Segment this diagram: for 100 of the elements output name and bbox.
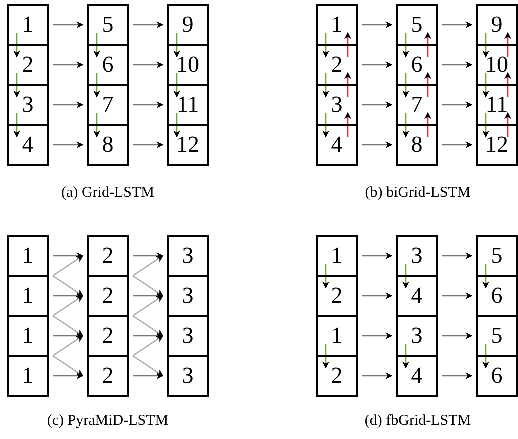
arrow bbox=[424, 32, 432, 57]
arrow bbox=[53, 252, 84, 260]
arrow bbox=[344, 32, 352, 57]
cell-number: 11 bbox=[176, 91, 200, 119]
arrow bbox=[442, 292, 473, 300]
arrow bbox=[132, 315, 164, 337]
grid-cell bbox=[396, 84, 438, 126]
cell-number: 4 bbox=[21, 131, 35, 159]
cell-number: 12 bbox=[176, 131, 200, 159]
arrow bbox=[133, 62, 164, 68]
panel-caption: (c) PyraMiD-LSTM bbox=[47, 413, 169, 430]
cell-number: 1 bbox=[21, 282, 35, 310]
cell-number: 2 bbox=[101, 322, 115, 350]
arrow bbox=[362, 372, 393, 380]
arrow bbox=[362, 292, 393, 300]
grid-cell bbox=[7, 44, 49, 86]
grid-cell bbox=[316, 84, 358, 126]
grid-cell bbox=[396, 355, 438, 397]
arrow bbox=[52, 295, 84, 317]
arrow bbox=[53, 142, 84, 148]
grid-cell bbox=[316, 315, 358, 357]
arrow bbox=[14, 33, 20, 58]
grid-cell bbox=[7, 355, 49, 397]
grid-cell bbox=[476, 275, 518, 317]
grid-cell bbox=[7, 4, 49, 46]
grid-cell bbox=[7, 124, 49, 166]
cell-number: 1 bbox=[21, 362, 35, 390]
cell-number: 2 bbox=[330, 51, 344, 79]
cell-number: 2 bbox=[101, 242, 115, 270]
cell-number: 3 bbox=[330, 91, 344, 119]
grid-cell bbox=[396, 235, 438, 277]
cell-number: 1 bbox=[21, 11, 35, 39]
arrow bbox=[442, 62, 473, 68]
arrow bbox=[52, 315, 84, 337]
grid-cell bbox=[316, 235, 358, 277]
cell-number: 7 bbox=[101, 91, 115, 119]
arrow bbox=[133, 22, 164, 28]
grid-cell bbox=[167, 355, 209, 397]
arrow bbox=[133, 372, 164, 380]
cell-number: 11 bbox=[484, 91, 510, 119]
arrow bbox=[132, 295, 164, 317]
arrow bbox=[94, 33, 100, 58]
arrow bbox=[53, 102, 84, 108]
grid-cell bbox=[396, 44, 438, 86]
grid-cell bbox=[316, 275, 358, 317]
grid-cell bbox=[7, 235, 49, 277]
grid-cell bbox=[396, 4, 438, 46]
arrow bbox=[53, 372, 84, 380]
cell-number: 8 bbox=[101, 131, 115, 159]
cell-number: 3 bbox=[21, 91, 35, 119]
grid-cell bbox=[476, 235, 518, 277]
arrow bbox=[504, 32, 512, 57]
arrow bbox=[132, 355, 164, 377]
cell-number: 4 bbox=[410, 362, 424, 390]
arrow bbox=[482, 73, 490, 98]
cell-number: 5 bbox=[101, 11, 115, 39]
grid-cell bbox=[476, 44, 518, 86]
arrow bbox=[132, 255, 164, 277]
arrow bbox=[362, 332, 393, 340]
arrow bbox=[482, 344, 490, 369]
grid-cell bbox=[167, 124, 209, 166]
arrow bbox=[402, 113, 410, 138]
cell-number: 1 bbox=[21, 242, 35, 270]
arrow bbox=[402, 33, 410, 58]
cell-number: 3 bbox=[181, 322, 195, 350]
cell-number: 6 bbox=[490, 282, 504, 310]
arrow bbox=[322, 264, 330, 289]
arrow bbox=[94, 73, 100, 98]
arrow bbox=[482, 264, 490, 289]
grid-cell bbox=[87, 235, 129, 277]
cell-number: 3 bbox=[410, 322, 424, 350]
arrow bbox=[322, 344, 330, 369]
cell-number: 10 bbox=[176, 51, 200, 79]
grid-cell bbox=[476, 84, 518, 126]
grid-cell bbox=[316, 355, 358, 397]
grid-cell bbox=[476, 355, 518, 397]
cell-number: 5 bbox=[410, 11, 424, 39]
arrow bbox=[174, 33, 180, 58]
grid-cell bbox=[167, 4, 209, 46]
arrow bbox=[362, 22, 393, 28]
cell-number: 2 bbox=[101, 282, 115, 310]
grid-cell bbox=[7, 275, 49, 317]
arrow bbox=[174, 73, 180, 98]
grid-cell bbox=[316, 124, 358, 166]
cell-number: 4 bbox=[330, 131, 344, 159]
grid-cell bbox=[87, 275, 129, 317]
arrow bbox=[442, 102, 473, 108]
arrow bbox=[132, 335, 164, 357]
cell-number: 9 bbox=[181, 11, 195, 39]
arrow bbox=[424, 112, 432, 137]
arrow bbox=[402, 73, 410, 98]
cell-number: 6 bbox=[101, 51, 115, 79]
arrow bbox=[322, 113, 330, 138]
arrow bbox=[174, 113, 180, 138]
grid-cell bbox=[7, 84, 49, 126]
arrow bbox=[362, 142, 393, 148]
grid-cell bbox=[87, 84, 129, 126]
cell-number: 2 bbox=[101, 362, 115, 390]
arrow bbox=[402, 344, 410, 369]
grid-cell bbox=[167, 84, 209, 126]
